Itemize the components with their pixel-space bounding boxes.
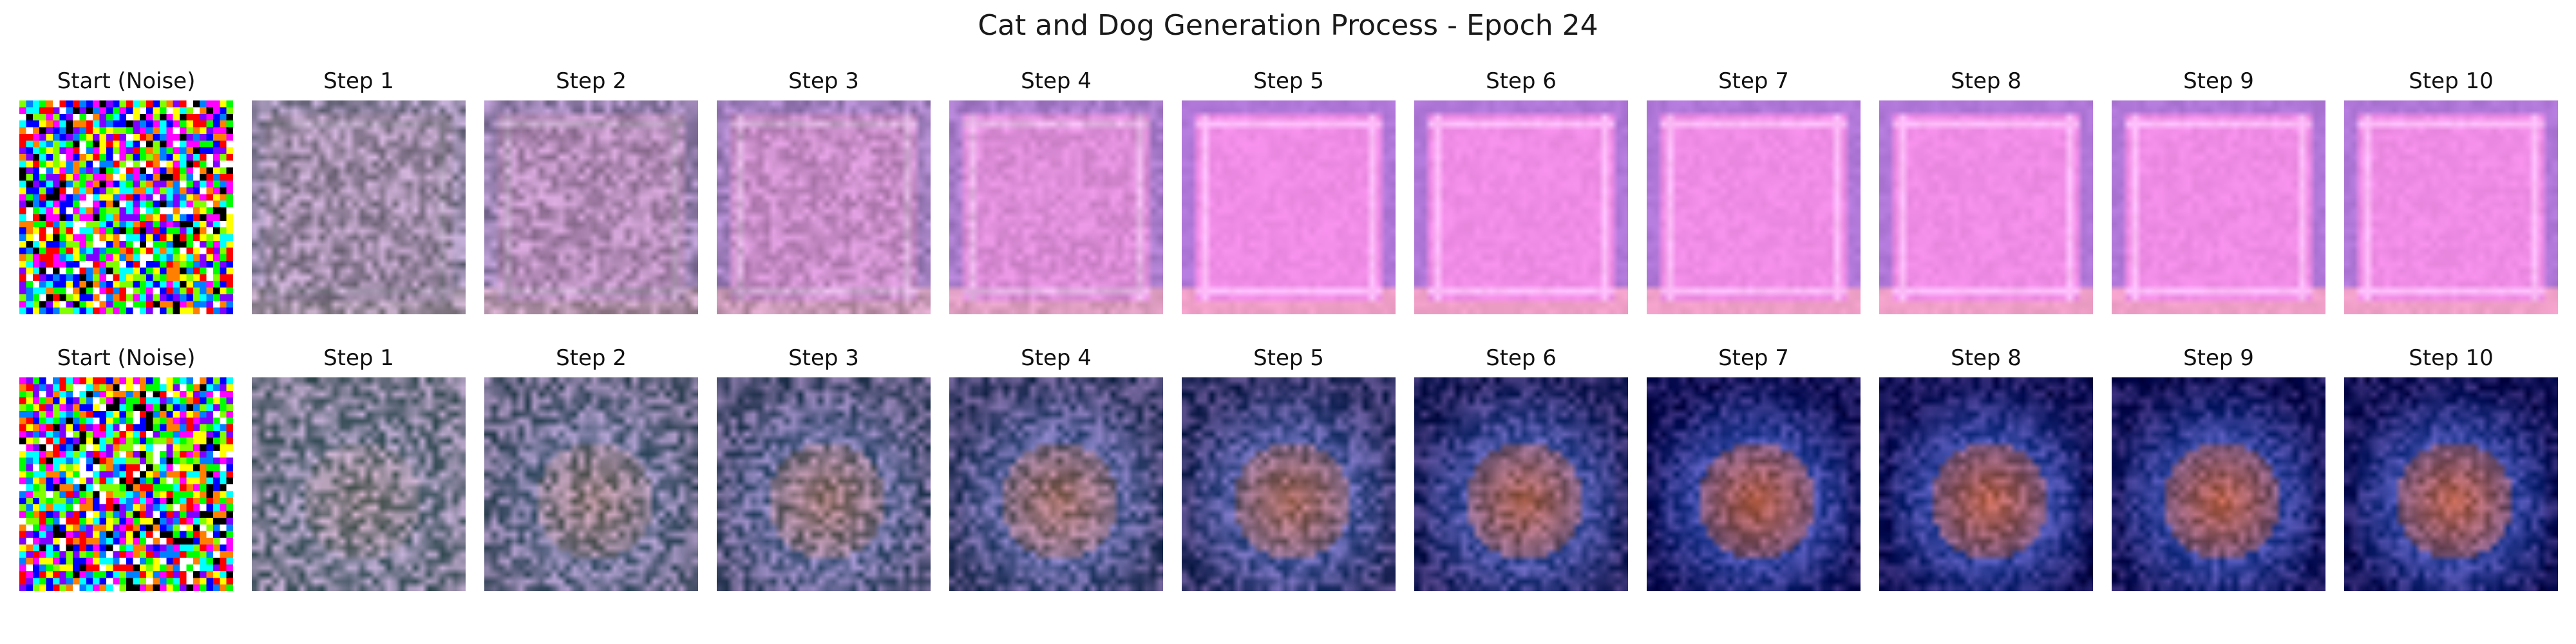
panel-title: Step 5 [1253,68,1324,94]
panel-title: Step 9 [2183,345,2254,371]
panel-title: Step 5 [1253,345,1324,371]
panel-title: Step 10 [2409,68,2494,94]
generated-image [1182,377,1396,591]
generated-image [949,377,1163,591]
panel-title: Step 3 [788,68,859,94]
panel-title: Start (Noise) [57,68,196,94]
panel-title: Step 7 [1718,68,1789,94]
panel-title: Step 10 [2409,345,2494,371]
panel-title: Step 6 [1486,345,1557,371]
panel-title: Step 2 [556,68,627,94]
noise-image [19,377,233,591]
generated-image [252,100,466,314]
noise-image [19,100,233,314]
panel-title: Step 6 [1486,68,1557,94]
generated-image [2112,377,2325,591]
panel-title: Step 8 [1951,68,2022,94]
generated-image [1647,100,1861,314]
generated-image [484,100,698,314]
generated-image [1414,100,1628,314]
panel-title: Step 9 [2183,68,2254,94]
generated-image [949,100,1163,314]
generated-image [252,377,466,591]
generated-image [1647,377,1861,591]
generated-image [1879,100,2093,314]
generated-image [717,377,931,591]
panel-title: Step 4 [1021,68,1092,94]
panel-title: Step 4 [1021,345,1092,371]
generated-image [1879,377,2093,591]
generated-image [484,377,698,591]
generated-image [2344,377,2558,591]
panel-title: Step 7 [1718,345,1789,371]
panel-title: Step 1 [323,345,394,371]
panel-title: Step 2 [556,345,627,371]
generated-image [1414,377,1628,591]
figure-title: Cat and Dog Generation Process - Epoch 2… [978,9,1598,42]
panel-title: Step 3 [788,345,859,371]
generated-image [2112,100,2325,314]
generated-image [717,100,931,314]
panel-title: Start (Noise) [57,345,196,371]
panel-title: Step 1 [323,68,394,94]
panel-title: Step 8 [1951,345,2022,371]
generated-image [1182,100,1396,314]
generated-image [2344,100,2558,314]
